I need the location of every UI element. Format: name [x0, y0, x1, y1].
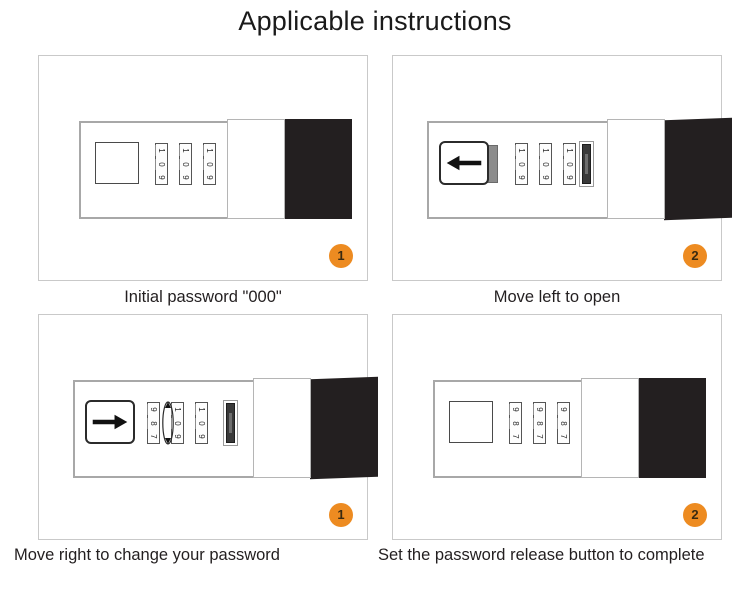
dial-digit: 1 [155, 145, 168, 156]
dial-wheel-3[interactable]: 1 0 9 [195, 402, 208, 444]
dial-group: 1 0 9 1 0 9 1 0 9 [515, 143, 576, 185]
slider-button[interactable] [439, 141, 489, 185]
panel-cell-4: 9 8 7 9 8 7 9 8 7 [378, 314, 722, 570]
step-badge: 2 [683, 503, 707, 527]
panel-cell-1: 1 0 9 1 0 9 1 0 9 [38, 55, 368, 312]
dial-digit: 0 [179, 158, 192, 170]
instruction-panel-1: 1 0 9 1 0 9 1 0 9 [38, 55, 368, 281]
dial-wheel-2[interactable]: 1 0 9 [171, 402, 184, 444]
dial-digit: 9 [197, 434, 206, 439]
strap-white-segment [253, 378, 311, 478]
instruction-panel-4: 9 8 7 9 8 7 9 8 7 [392, 314, 722, 540]
dial-group: 9 8 7 1 0 9 1 0 9 [147, 402, 208, 444]
square-plate-icon [95, 142, 139, 184]
step-badge: 1 [329, 503, 353, 527]
dial-wheel-1[interactable]: 9 8 7 [147, 402, 160, 444]
dial-wheel-2[interactable]: 1 0 9 [539, 143, 552, 185]
dial-digit: 9 [541, 175, 550, 180]
slider-button[interactable] [85, 400, 135, 444]
dial-digit: 9 [157, 175, 166, 180]
dial-digit: 0 [539, 158, 552, 170]
strap-black-segment [638, 378, 706, 478]
dial-wheel-3[interactable]: 1 0 9 [563, 143, 576, 185]
strap-white-segment [581, 378, 639, 478]
dial-wheel-3[interactable]: 9 8 7 [557, 402, 570, 444]
dial-digit: 7 [511, 434, 520, 439]
panel-row-bottom: 9 8 7 1 0 9 1 0 9 [14, 314, 722, 570]
dial-digit: 9 [557, 404, 570, 415]
password-release-button[interactable] [579, 141, 594, 187]
dial-digit: 8 [147, 417, 160, 429]
instruction-panel-grid: 1 0 9 1 0 9 1 0 9 [14, 55, 732, 570]
dial-digit: 8 [533, 417, 546, 429]
dial-digit: 0 [515, 158, 528, 170]
dial-digit: 9 [533, 404, 546, 415]
release-button-core [226, 403, 235, 443]
dial-digit: 9 [205, 175, 214, 180]
arrow-left-icon [446, 155, 482, 171]
dial-digit: 1 [179, 145, 192, 156]
dial-group: 1 0 9 1 0 9 1 0 9 [155, 143, 216, 185]
strap-black-segment [664, 117, 732, 221]
strap-black-segment [284, 119, 352, 219]
dial-digit: 0 [563, 158, 576, 170]
square-plate-icon [449, 401, 493, 443]
panel-cell-3: 9 8 7 1 0 9 1 0 9 [14, 314, 378, 570]
dial-digit: 1 [203, 145, 216, 156]
strap-white-segment [227, 119, 285, 219]
dial-digit: 9 [147, 404, 160, 415]
rotate-dial-icon [162, 401, 174, 445]
dial-wheel-1[interactable]: 1 0 9 [515, 143, 528, 185]
dial-digit: 1 [539, 145, 552, 156]
panel-caption-3: Move right to change your password [14, 546, 280, 564]
step-badge: 2 [683, 244, 707, 268]
panel-caption-2: Move left to open [493, 288, 621, 306]
step-badge: 1 [329, 244, 353, 268]
panel-row-top: 1 0 9 1 0 9 1 0 9 [38, 55, 732, 312]
dial-digit: 0 [195, 417, 208, 429]
combination-lock-illustration-3: 9 8 7 1 0 9 1 0 9 [73, 376, 378, 480]
panel-cell-2: 1 0 9 1 0 9 1 0 9 [392, 55, 732, 312]
dial-digit: 7 [149, 434, 158, 439]
instruction-panel-2: 1 0 9 1 0 9 1 0 9 [392, 55, 732, 281]
dial-digit: 1 [515, 145, 528, 156]
dial-digit: 1 [563, 145, 576, 156]
combination-lock-illustration-4: 9 8 7 9 8 7 9 8 7 [433, 378, 706, 480]
combination-lock-illustration-1: 1 0 9 1 0 9 1 0 9 [79, 119, 352, 221]
dial-wheel-1[interactable]: 1 0 9 [155, 143, 168, 185]
instruction-panel-3: 9 8 7 1 0 9 1 0 9 [38, 314, 378, 540]
dial-group: 9 8 7 9 8 7 9 8 7 [509, 402, 570, 444]
dial-digit: 1 [195, 404, 208, 415]
dial-digit: 8 [509, 417, 522, 429]
dial-digit: 9 [565, 175, 574, 180]
panel-caption-4: Set the password release button to compl… [378, 546, 705, 564]
strap-white-segment [607, 119, 665, 219]
release-button-core [582, 144, 591, 184]
page-title: Applicable instructions [238, 6, 512, 36]
combination-lock-illustration-2: 1 0 9 1 0 9 1 0 9 [427, 117, 732, 221]
dial-wheel-1[interactable]: 9 8 7 [509, 402, 522, 444]
dial-digit: 9 [509, 404, 522, 415]
panel-caption-1: Initial password "000" [124, 288, 282, 306]
dial-digit: 7 [559, 434, 568, 439]
dial-wheel-3[interactable]: 1 0 9 [203, 143, 216, 185]
dial-wheel-2[interactable]: 9 8 7 [533, 402, 546, 444]
dial-digit: 0 [155, 158, 168, 170]
arrow-right-icon [92, 414, 128, 430]
password-release-button[interactable] [223, 400, 238, 446]
strap-black-segment [310, 376, 378, 480]
dial-digit: 8 [557, 417, 570, 429]
dial-digit: 0 [203, 158, 216, 170]
dial-digit: 9 [181, 175, 190, 180]
dial-digit: 9 [517, 175, 526, 180]
dial-wheel-2[interactable]: 1 0 9 [179, 143, 192, 185]
dial-digit: 7 [535, 434, 544, 439]
